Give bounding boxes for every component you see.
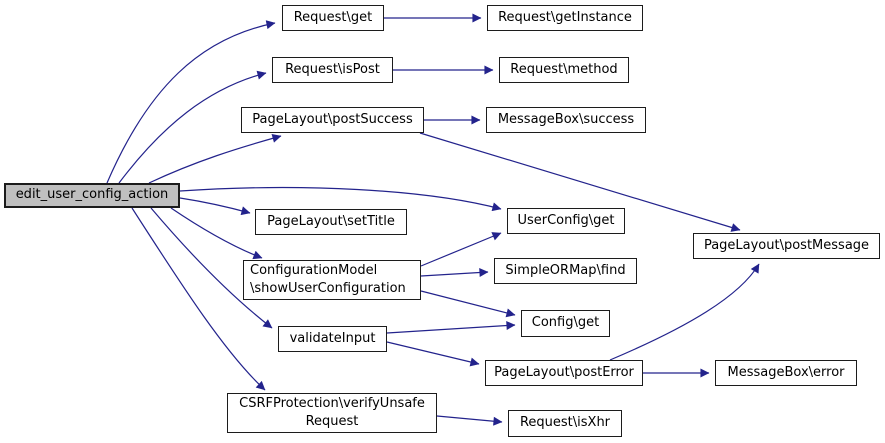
edge-configurationmodel-showuserconfiguration-to-userconfig-get [420,232,502,267]
node-pagelayout-postmessage[interactable]: PageLayout\postMessage [693,233,880,259]
edge-pagelayout-posterror-to-pagelayout-postmessage [609,263,760,361]
edge-pagelayout-postsuccess-to-pagelayout-postmessage [419,132,741,232]
node-request-ispost[interactable]: Request\isPost [272,57,393,83]
edge-edit-user-config-action-to-validateinput [150,207,273,329]
node-request-get[interactable]: Request\get [282,5,384,31]
node-request-getinstance[interactable]: Request\getInstance [487,5,643,31]
edge-edit-user-config-action-to-csrfprotection-verifyunsaferequest [131,207,266,391]
edge-edit-user-config-action-to-configurationmodel-showuserconfiguration [170,207,263,260]
edge-validateinput-to-config-get [386,321,516,334]
node-config-get[interactable]: Config\get [521,310,610,337]
edge-edit-user-config-action-to-request-ispost [118,70,267,184]
edge-validateinput-to-pagelayout-posterror [386,341,480,367]
node-pagelayout-settitle[interactable]: PageLayout\setTitle [255,209,407,235]
node-request-isxhr[interactable]: Request\isXhr [508,410,622,437]
node-userconfig-get[interactable]: UserConfig\get [507,208,625,234]
node-configurationmodel-showuserconfiguration[interactable]: ConfigurationModel \showUserConfiguratio… [243,260,421,300]
node-messagebox-success[interactable]: MessageBox\success [486,107,646,133]
node-simpleormap-find[interactable]: SimpleORMap\find [494,258,637,284]
edge-configurationmodel-showuserconfiguration-to-simpleormap-find [420,268,489,278]
node-messagebox-error[interactable]: MessageBox\error [715,360,857,386]
node-pagelayout-posterror[interactable]: PageLayout\postError [485,360,643,386]
node-csrfprotection-verifyunsaferequest[interactable]: CSRFProtection\verifyUnsafe Request [227,393,437,433]
edge-csrfprotection-verifyunsaferequest-to-request-isxhr [436,415,503,426]
node-validateinput[interactable]: validateInput [278,326,387,352]
edge-edit-user-config-action-to-request-get [106,20,276,184]
node-request-method[interactable]: Request\method [499,57,629,83]
edge-configurationmodel-showuserconfiguration-to-config-get [420,290,516,318]
edge-edit-user-config-action-to-userconfig-get [179,186,502,212]
edge-edit-user-config-action-to-pagelayout-settitle [179,197,251,216]
node-pagelayout-postsuccess[interactable]: PageLayout\postSuccess [241,107,424,133]
edge-edit-user-config-action-to-pagelayout-postsuccess [148,133,282,184]
node-edit-user-config-action[interactable]: edit_user_config_action [4,183,180,208]
